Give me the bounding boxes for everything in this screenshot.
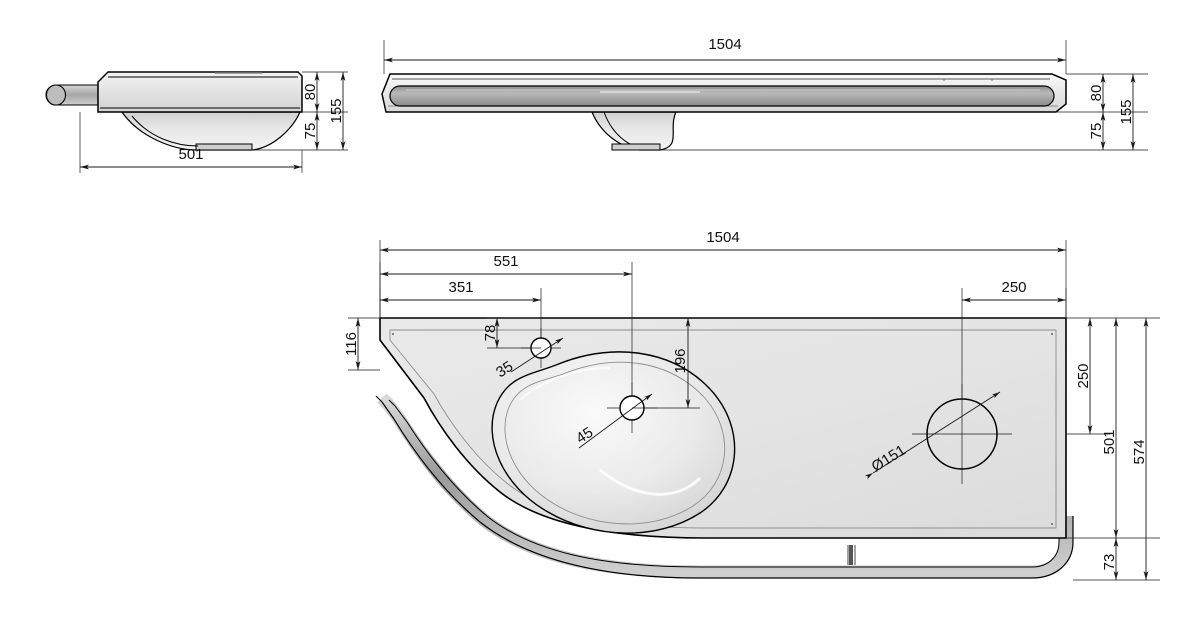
side-view-rail-end (45, 84, 99, 106)
dim-501-side: 501 (79, 112, 303, 173)
dim-250-top-plan: 250 (961, 279, 1067, 400)
dim-501-right-label: 501 (1101, 429, 1118, 454)
side-view: 501 80 75 155 (45, 71, 348, 173)
dim-1504-front-label: 1504 (708, 36, 741, 53)
dim-196-plan: 196 (632, 318, 700, 409)
side-view-bowl (120, 111, 301, 151)
dim-574-right-label: 574 (1131, 439, 1148, 464)
dim-1504-plan-label: 1504 (706, 229, 739, 246)
dim-250-right-label: 250 (1075, 363, 1092, 388)
dim-78-label: 78 (482, 325, 499, 342)
dim-116-label: 116 (343, 332, 360, 356)
dim-80-side-label: 80 (302, 84, 319, 101)
dim-155-front-label: 155 (1118, 99, 1135, 124)
plan-view: Ø151 35 45 1504 551 (343, 229, 1160, 581)
dim-116-plan: 116 (343, 317, 380, 371)
side-view-countertop (97, 71, 303, 113)
dim-75-side-label: 75 (302, 123, 319, 140)
dim-351-plan: 351 (379, 279, 542, 338)
front-view: 1504 80 75 155 (381, 36, 1148, 151)
dim-35-label: 35 (493, 358, 516, 381)
dim-155-side-label: 155 (328, 98, 345, 123)
dim-78-plan: 78 (482, 317, 541, 349)
front-view-bowl (591, 111, 677, 151)
dim-351-label: 351 (448, 279, 473, 296)
dim-stack-side: 80 75 155 (252, 71, 348, 151)
dim-196-label: 196 (672, 348, 689, 373)
front-view-countertop (381, 73, 1067, 113)
dim-501-side-label: 501 (178, 146, 203, 163)
dim-73-right-label: 73 (1101, 554, 1118, 571)
dim-stack-front: 80 75 155 (660, 73, 1148, 151)
dim-1504-plan: 1504 (379, 229, 1067, 318)
dim-80-front-label: 80 (1088, 85, 1105, 102)
dim-stack-plan-right: 250 501 73 574 (1066, 317, 1160, 581)
dim-1504-front: 1504 (383, 36, 1067, 74)
dim-75-front-label: 75 (1088, 123, 1105, 140)
dim-250-top-label: 250 (1001, 279, 1026, 296)
plan-view-basin (491, 351, 736, 534)
dim-45-label: 45 (573, 424, 596, 447)
dim-551-label: 551 (493, 253, 518, 270)
